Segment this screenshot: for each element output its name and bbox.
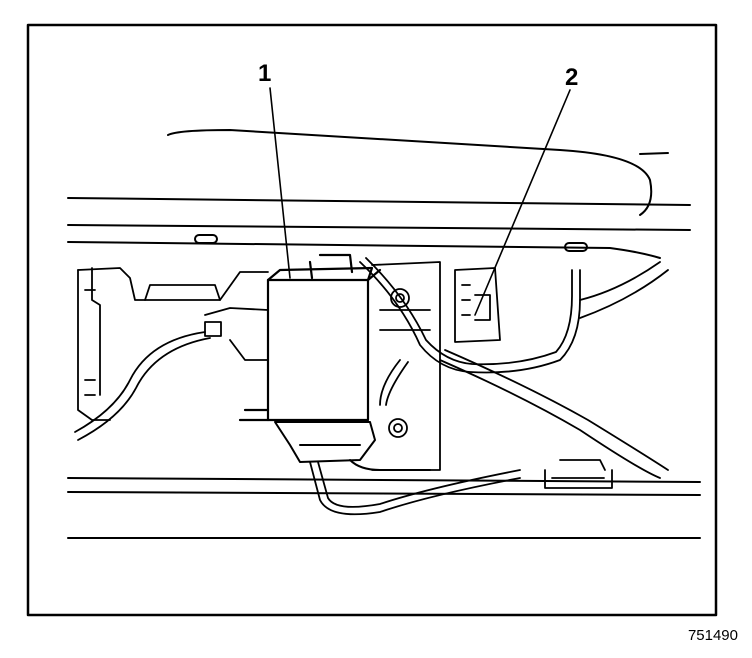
control-module xyxy=(238,253,382,422)
left-wiring-harness xyxy=(74,321,222,441)
leader-line-1 xyxy=(269,87,291,279)
figure-number: 751490 xyxy=(687,627,738,644)
main-wiring-harness xyxy=(309,257,669,516)
figure-frame xyxy=(26,23,718,617)
left-bracket xyxy=(77,267,269,421)
lower-trim-rails xyxy=(67,477,701,539)
mounting-bracket xyxy=(371,261,441,471)
callout-1: 1 xyxy=(258,60,272,87)
upper-trim-panel xyxy=(67,129,691,259)
harness-clip xyxy=(544,459,613,489)
leader-line-2 xyxy=(474,89,571,316)
callout-2: 2 xyxy=(565,64,579,91)
wiring-connector xyxy=(454,267,501,343)
